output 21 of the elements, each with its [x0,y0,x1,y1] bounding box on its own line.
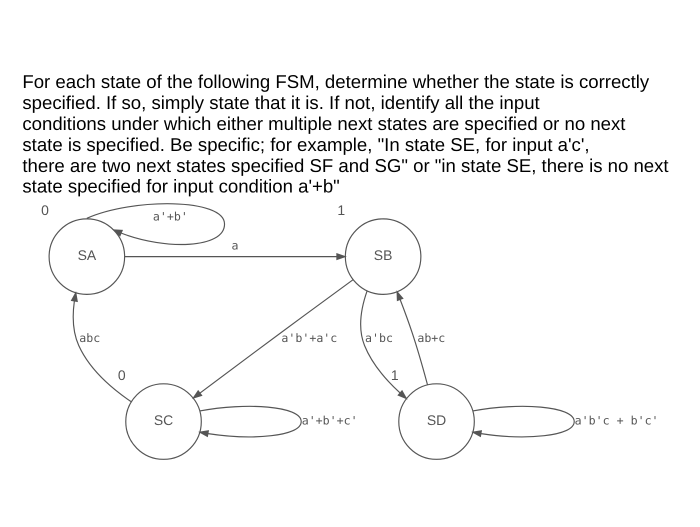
node-label: 1 [390,366,399,382]
arrow [192,278,354,399]
arrow [198,405,302,437]
node-label: 0 [41,201,49,218]
node-circle: SB [344,218,422,294]
arrow [70,290,132,402]
diagram-title: For each state of the following FSM, determine whether the state is correctly specified. If so, simply state that it is. If not, identify all the input conditions under which either multiple next states are specified or no next state is specified. Be specific; for example, "In state SE, for input a'c', there are two next states specified SF and SG" or "in state SE, there is no next state specified for input condition a'+b" [22,70,669,196]
edge-label: ab+c [417,330,446,345]
edge-label: a'+b'+c' [302,413,358,427]
edge-label: abc [79,330,100,345]
edge-label: a'+b' [152,209,188,224]
edge-label: a'b'c + b'c' [574,413,659,427]
arrow [124,252,347,260]
edge-label: a'bc [365,330,394,345]
edge-label: a [231,238,238,252]
arrow [471,405,575,437]
node-label: 0 [118,366,126,382]
arrow [396,290,428,384]
arrow [360,290,408,400]
edge-label: a'b'+a'c [281,330,338,345]
node-label: 1 [337,201,346,218]
